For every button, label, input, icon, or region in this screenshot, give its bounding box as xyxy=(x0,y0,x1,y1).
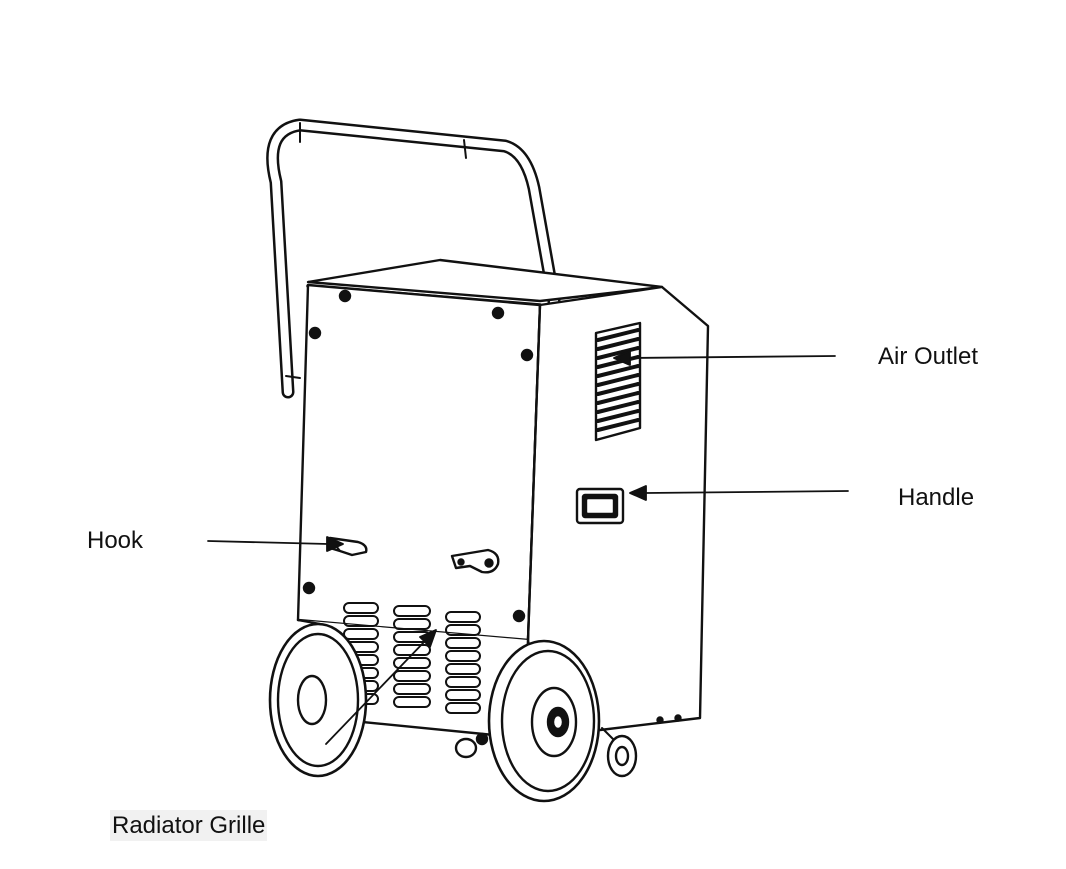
grille-column-3 xyxy=(445,611,481,714)
back-panel xyxy=(296,283,542,642)
air-outlet-louvers xyxy=(594,321,642,442)
hook-arrow xyxy=(207,536,344,552)
handle-arrow xyxy=(629,485,849,501)
left-wheel xyxy=(268,622,368,778)
hook-label: Hook xyxy=(87,527,144,554)
radiator-grille-label: Radiator Grille xyxy=(110,810,268,841)
front-caster-wheel xyxy=(454,737,478,759)
handle-label: Handle xyxy=(898,484,975,511)
air-outlet-arrow xyxy=(613,350,836,366)
right-wheel xyxy=(487,639,601,803)
radiator-grille-arrow xyxy=(325,629,437,745)
rear-caster-wheel xyxy=(601,727,638,778)
air-outlet-label: Air Outlet xyxy=(878,343,979,370)
callout-arrows xyxy=(207,350,849,745)
side-carry-handle xyxy=(575,487,625,525)
cord-hook-right xyxy=(450,548,500,574)
